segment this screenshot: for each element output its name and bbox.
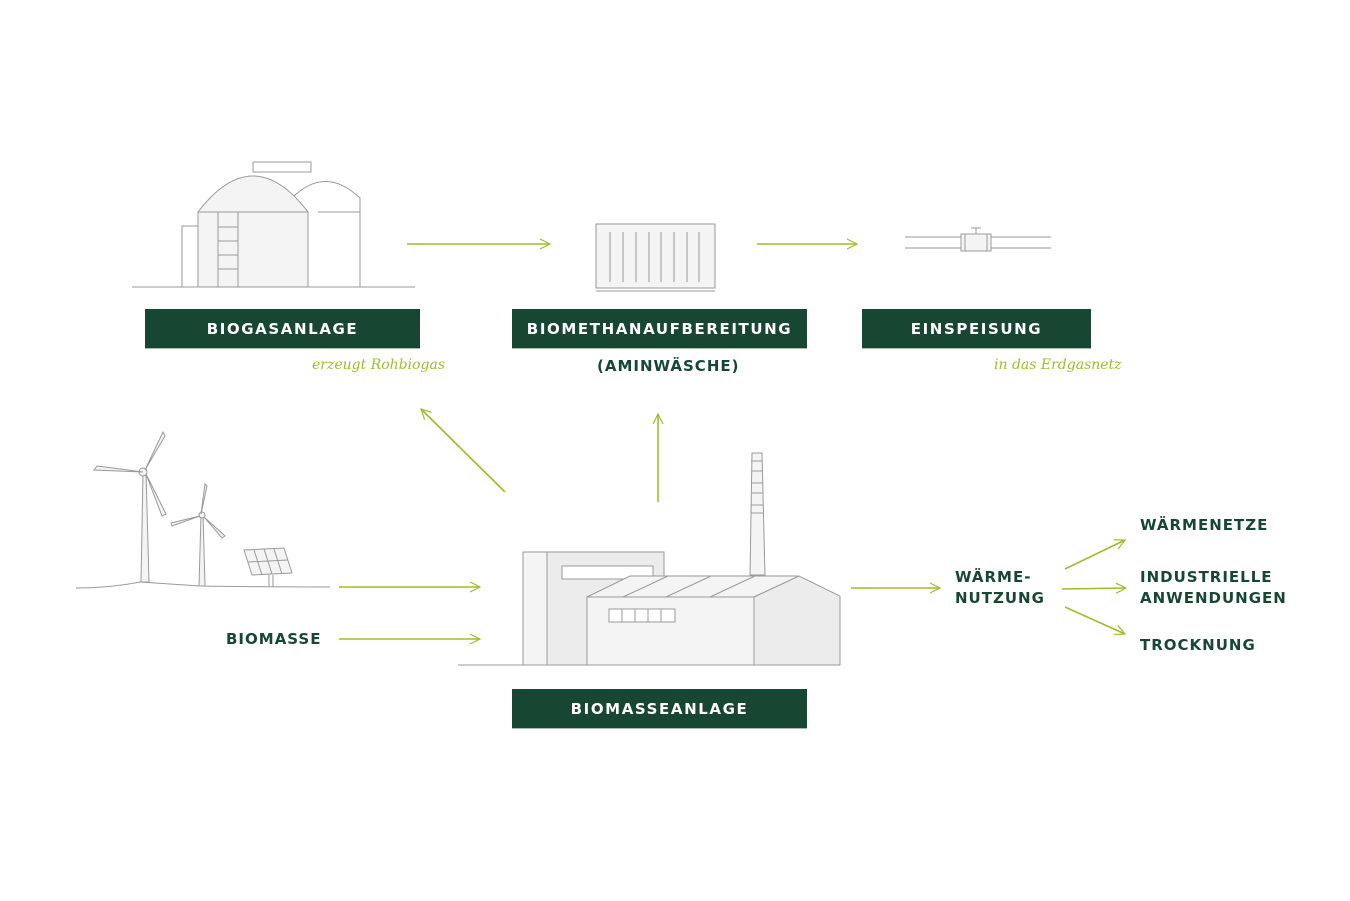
node-biomethanaufbereitung: BIOMETHANAUFBEREITUNG <box>512 309 807 349</box>
label-waerme-line2: NUTZUNG <box>955 589 1045 607</box>
node-einspeisung: EINSPEISUNG <box>862 309 1091 349</box>
output-industrielle: INDUSTRIELLE <box>1140 568 1273 586</box>
output-waermenetze: WÄRMENETZE <box>1140 516 1269 534</box>
pipeline-valve-icon <box>905 227 1051 252</box>
node-label: BIOGASANLAGE <box>206 319 359 338</box>
biogas-plant-icon <box>132 161 415 288</box>
label-biomasse: BIOMASSE <box>226 630 322 648</box>
arrow-heat-to-trocknung <box>1064 606 1125 634</box>
note-biogasanlage: erzeugt Rohbiogas <box>312 357 446 373</box>
arrow-heat-to-industrie <box>1061 588 1126 589</box>
node-label: EINSPEISUNG <box>910 319 1043 338</box>
node-biomasseanlage: BIOMASSEANLAGE <box>512 689 807 729</box>
gas-upgrading-unit-icon <box>595 223 716 292</box>
output-trocknung: TROCKNUNG <box>1140 636 1256 654</box>
output-anwendungen: ANWENDUNGEN <box>1140 589 1287 607</box>
node-label: BIOMASSEANLAGE <box>570 699 749 718</box>
arrow-factory-to-biogas <box>421 409 506 493</box>
factory-icon <box>458 452 841 666</box>
note-einspeisung: in das Erdgasnetz <box>994 357 1122 373</box>
arrow-heat-to-waermenetze <box>1064 540 1125 570</box>
node-label: BIOMETHANAUFBEREITUNG <box>526 319 793 338</box>
node-biogasanlage: BIOGASANLAGE <box>145 309 420 349</box>
wind-solar-icon <box>75 430 331 589</box>
note-biomethanaufbereitung: (AMINWÄSCHE) <box>597 357 740 375</box>
label-waerme-line1: WÄRME- <box>955 568 1032 586</box>
